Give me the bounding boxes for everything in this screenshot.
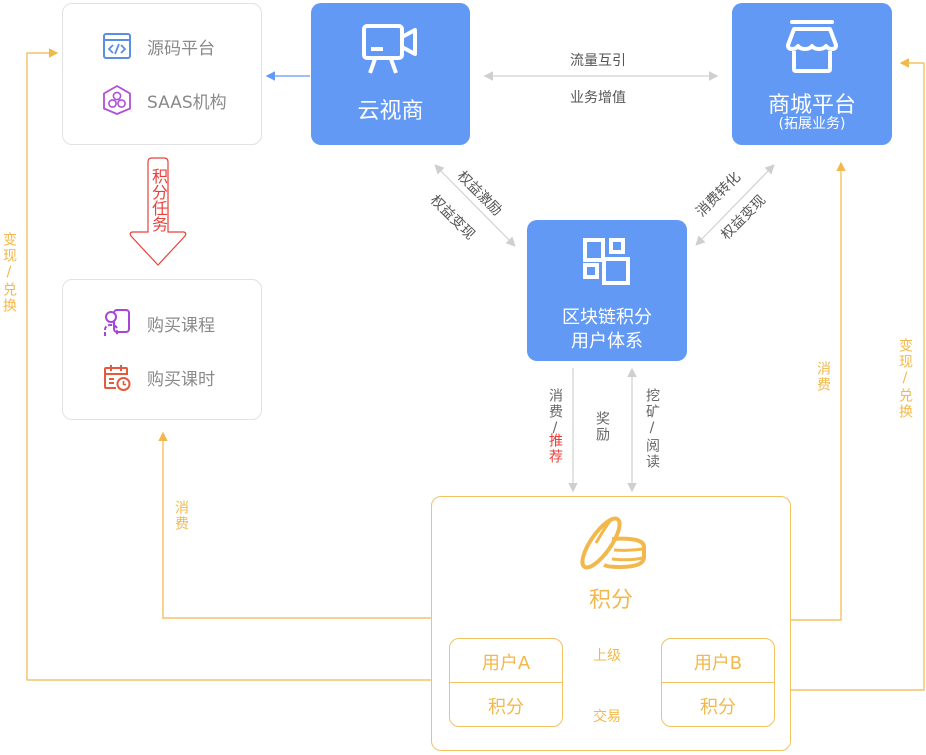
label-trade: 交易 <box>593 709 621 725</box>
user-b-name: 用户B <box>693 653 743 674</box>
label-consume-slash: 消费/ <box>547 388 563 438</box>
arrow-mall-center <box>695 164 775 246</box>
purchase-box: 购买课程 购买课时 <box>62 279 262 420</box>
store-awning-icon <box>784 19 840 79</box>
user-b-points: 积分 <box>700 697 736 718</box>
center-title-line2: 用户体系 <box>571 331 643 352</box>
label-value-add: 业务增值 <box>570 90 626 106</box>
label-reward: 奖励 <box>594 411 610 443</box>
purchase-item-course[interactable]: 购买课程 <box>101 307 215 339</box>
user-b-divider <box>662 682 774 683</box>
points-title: 积分 <box>588 588 633 613</box>
arrow-vendor-center <box>434 164 516 247</box>
platform-label: 源码平台 <box>147 38 215 59</box>
cloud-vendor-title: 云视商 <box>357 99 424 124</box>
coins-icon <box>574 513 650 579</box>
cloud-vendor-node[interactable]: 云视商 <box>311 3 470 145</box>
mall-subtitle: (拓展业务) <box>778 116 846 132</box>
hexagon-circles-icon <box>101 84 133 116</box>
user-b-card[interactable]: 用户B 积分 <box>661 638 775 727</box>
mall-title: 商城平台 <box>767 93 856 118</box>
label-left-consume: 消费 <box>173 500 189 532</box>
points-task-label: 积分任务 <box>149 168 168 232</box>
platform-label: SAAS机构 <box>147 92 227 113</box>
video-camera-icon <box>361 23 419 79</box>
mall-platform-node[interactable]: 商城平台 (拓展业务) <box>732 3 892 145</box>
user-a-name: 用户A <box>481 653 531 674</box>
platform-item-saas[interactable]: SAAS机构 <box>101 84 227 116</box>
user-a-points: 积分 <box>488 697 524 718</box>
user-a-divider <box>450 682 562 683</box>
purchase-item-lesson[interactable]: 购买课时 <box>101 361 215 393</box>
label-right-consume: 消费 <box>815 361 831 393</box>
platforms-box: 源码平台 SAAS机构 <box>62 3 262 145</box>
arrow-left-redeem <box>26 48 431 681</box>
purchase-label: 购买课程 <box>147 315 215 336</box>
label-left-redeem: 变现/兑换 <box>1 232 17 314</box>
user-a-card[interactable]: 用户A 积分 <box>449 638 563 727</box>
points-box: 积分 用户A 积分 用户B 积分 上级 交易 <box>431 496 791 751</box>
arrow-left-consume <box>158 431 431 619</box>
points-task-arrow: 积分任务 <box>126 156 190 268</box>
code-window-icon <box>101 30 133 62</box>
label-recommend: 推荐 <box>547 433 563 465</box>
blockchain-points-node[interactable]: 区块链积分 用户体系 <box>527 220 687 361</box>
platform-item-source-code[interactable]: 源码平台 <box>101 30 215 62</box>
label-traffic: 流量互引 <box>570 53 626 69</box>
label-superior: 上级 <box>593 648 621 664</box>
arrow-right-redeem <box>791 58 925 691</box>
purchase-label: 购买课时 <box>147 369 215 390</box>
label-right-redeem: 变现/兑换 <box>897 338 913 420</box>
course-user-icon <box>101 307 133 339</box>
arrow-right-consume <box>791 161 846 621</box>
label-mining-reading: 挖矿/阅读 <box>644 388 660 470</box>
blocks-icon <box>582 237 632 291</box>
center-title-line1: 区块链积分 <box>562 307 652 328</box>
calendar-clock-icon <box>101 361 133 393</box>
